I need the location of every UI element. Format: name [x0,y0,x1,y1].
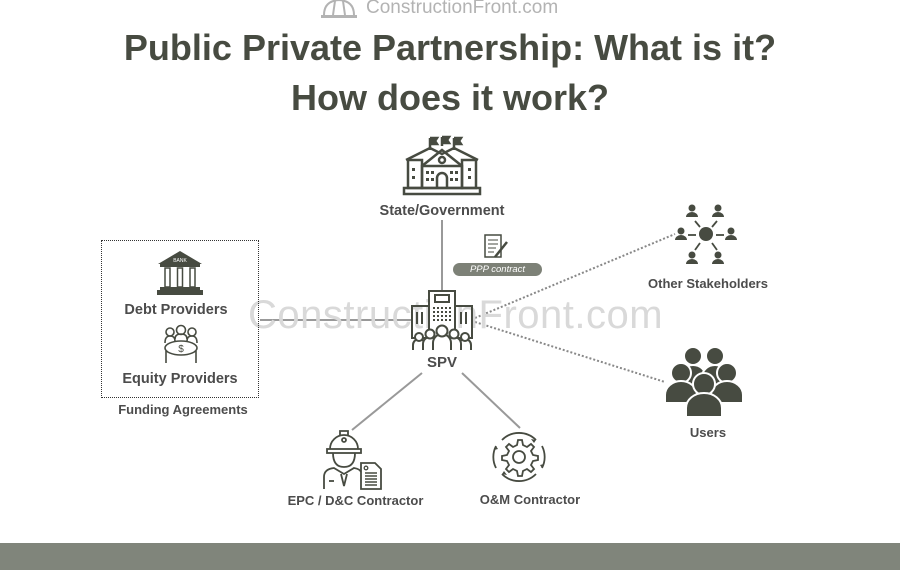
ppp-contract-badge: PPP contract [453,263,542,276]
epc-contractor-label: EPC / D&C Contractor [287,493,424,508]
om-contractor-label: O&M Contractor [479,492,581,507]
debt-providers-label: Debt Providers [124,302,228,318]
equity-providers-label: Equity Providers [122,371,238,387]
spv-label: SPV [426,354,457,371]
svg-text:BANK: BANK [173,258,187,264]
funding-box [101,240,259,398]
svg-text:$: $ [178,344,184,355]
page-title-line-2: How does it work? [290,77,610,118]
contract-document-icon [484,234,508,258]
site-logo[interactable]: ConstructionFront.com [320,0,558,20]
contractor-worker-icon [323,430,382,490]
funding-agreements-label: Funding Agreements [118,402,248,417]
page-title-line-1: Public Private Partnership: What is it? [123,27,777,68]
government-label: State/Government [379,203,505,219]
logo-text: ConstructionFront.com [366,0,559,18]
users-group-icon [664,346,744,418]
stakeholders-network-icon [675,204,737,264]
spv-building-people-icon [411,290,473,350]
hard-hat-icon [321,0,357,18]
government-building-icon [402,135,482,196]
footer-bar [0,543,900,570]
other-stakeholders-label: Other Stakeholders [648,276,768,291]
gear-cycle-icon [492,432,546,482]
users-label: Users [689,425,727,440]
equity-investors-icon: $ [164,324,198,363]
bank-icon: BANK [157,251,203,295]
